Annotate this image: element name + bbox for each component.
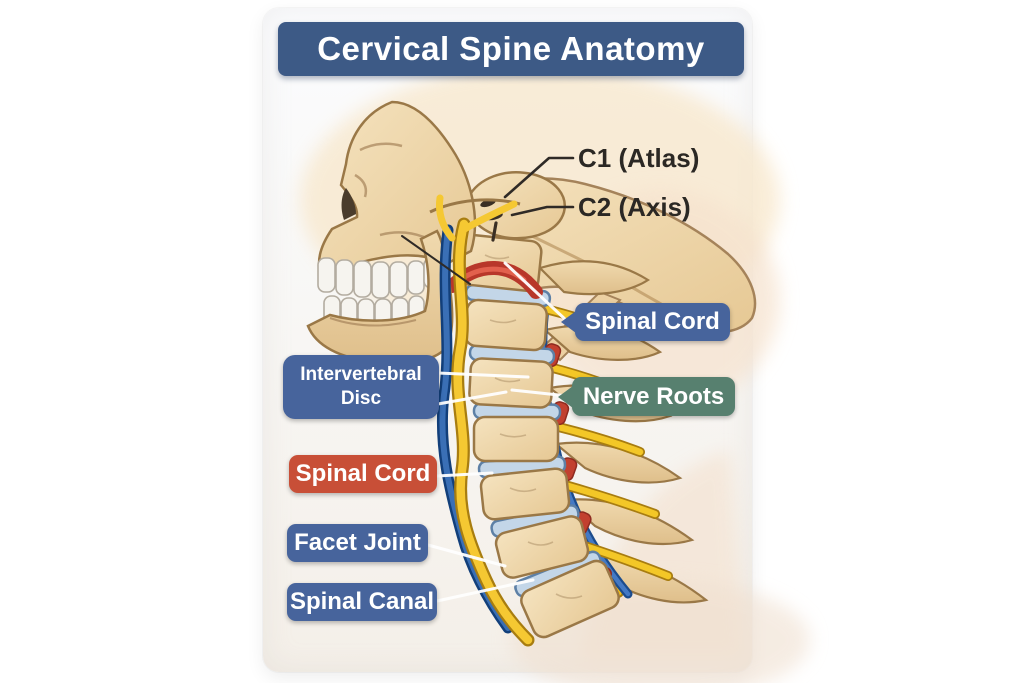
badge-spinal-canal: Spinal Canal (287, 583, 437, 621)
bone-texture (484, 254, 583, 599)
page-title: Cervical Spine Anatomy (317, 30, 705, 67)
title-banner: Cervical Spine Anatomy (278, 22, 744, 76)
badge-facet-joint: Facet Joint (287, 524, 428, 562)
badge-spinal-cord: Spinal Cord (575, 303, 730, 341)
badge-nerve-roots: Nerve Roots (572, 377, 735, 416)
leader-lines-dark (401, 156, 575, 285)
label-c2-axis: C2 (Axis) (578, 192, 691, 222)
badge-intervertebral-disc: Intervertebral Disc (283, 355, 439, 419)
badge-spinal-cord-red: Spinal Cord (289, 455, 437, 493)
label-c1-atlas: C1 (Atlas) (578, 143, 700, 173)
